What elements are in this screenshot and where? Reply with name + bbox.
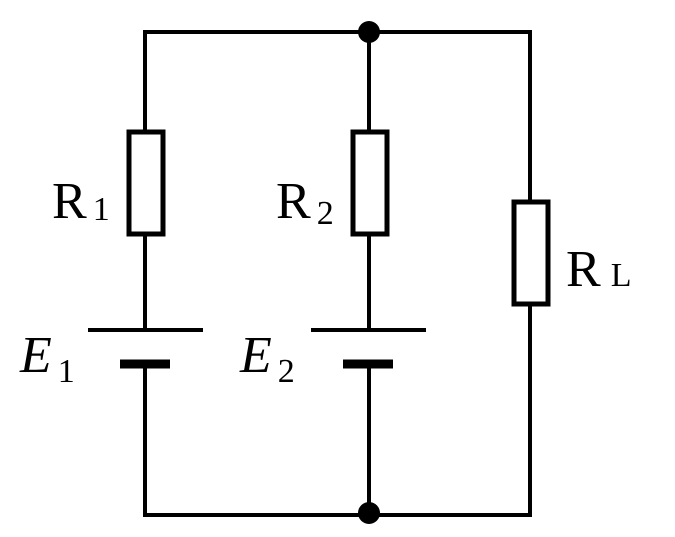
label-rl-symbol: R <box>566 241 601 298</box>
resistor-r1 <box>126 129 166 237</box>
junction-node-bottom <box>358 502 380 524</box>
label-e1: E 1 <box>19 327 75 390</box>
label-rl-subscript: L <box>611 257 632 294</box>
label-r2: R 2 <box>276 173 334 232</box>
label-r2-subscript: 2 <box>317 195 334 232</box>
label-e1-subscript: 1 <box>58 353 75 390</box>
resistor-r2 <box>350 129 390 237</box>
branch-left <box>88 30 203 517</box>
label-r2-symbol: R <box>276 173 311 230</box>
label-r1-symbol: R <box>52 173 87 230</box>
branch-right <box>511 30 551 517</box>
label-r1: R 1 <box>52 173 110 230</box>
label-r1-subscript: 1 <box>93 191 110 228</box>
label-e2-symbol: E <box>239 327 272 384</box>
junction-node-top <box>358 21 380 43</box>
label-e2-subscript: 2 <box>278 353 295 390</box>
label-e2: E 2 <box>239 327 295 390</box>
branch-middle <box>311 30 426 517</box>
label-rl: R L <box>566 241 631 298</box>
label-e1-symbol: E <box>19 327 52 384</box>
resistor-rl <box>511 199 551 307</box>
